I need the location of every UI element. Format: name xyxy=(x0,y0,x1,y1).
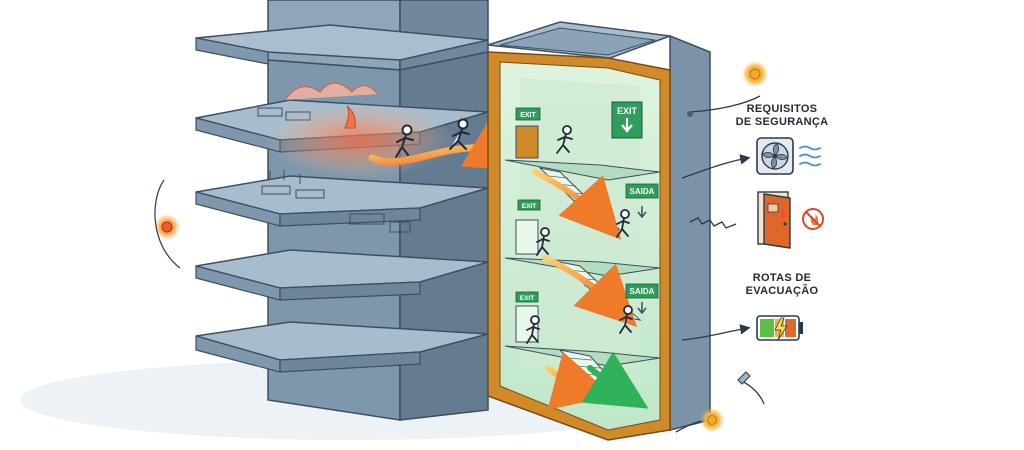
safety-requirements-title: REQUISITOS DE SEGURANÇA xyxy=(735,103,829,128)
no-fire-icon xyxy=(802,208,824,230)
exit-sign-mid-door: EXIT xyxy=(517,199,541,211)
accent-dot-bottom xyxy=(700,408,724,432)
stair-runners xyxy=(526,125,633,344)
small-pen-icon xyxy=(737,371,751,385)
ventilation-fan-icon xyxy=(756,137,821,175)
running-person-2 xyxy=(449,118,470,150)
down-arrow-icon xyxy=(621,118,633,133)
floor-slab-1 xyxy=(195,24,489,65)
saida-sign-mid: SAIDA xyxy=(625,183,659,219)
down-arrow-icon xyxy=(637,302,647,315)
down-arrow-icon xyxy=(637,206,647,219)
exit-sign-low-door: EXIT xyxy=(515,291,539,303)
exit-sign-top-big-text: EXIT xyxy=(617,106,638,116)
building-tower xyxy=(195,0,489,421)
stair-core xyxy=(487,21,711,441)
saida-sign-mid-text: SAIDA xyxy=(630,187,655,196)
exit-sign-top-door: EXIT xyxy=(515,107,541,121)
exit-sign-mid-door-text: EXIT xyxy=(522,203,536,210)
exit-sign-low-door-text: EXIT xyxy=(520,295,534,302)
accent-dot-top-right xyxy=(742,61,768,87)
evacuation-routes-title: ROTAS DE EVACUAÇÃO xyxy=(745,272,819,297)
running-person-1 xyxy=(395,124,414,158)
accent-dot-left xyxy=(154,179,181,269)
saida-sign-low: SAIDA xyxy=(625,283,659,315)
saida-sign-low-text: SAIDA xyxy=(630,287,655,296)
floor-slab-4 xyxy=(195,249,489,301)
floor-slab-5 xyxy=(195,321,489,373)
exit-sign-top-big: EXIT xyxy=(611,101,643,139)
exit-sign-top-door-text: EXIT xyxy=(520,112,536,119)
emergency-battery-icon xyxy=(756,315,803,341)
fire-door-icon xyxy=(757,191,791,249)
